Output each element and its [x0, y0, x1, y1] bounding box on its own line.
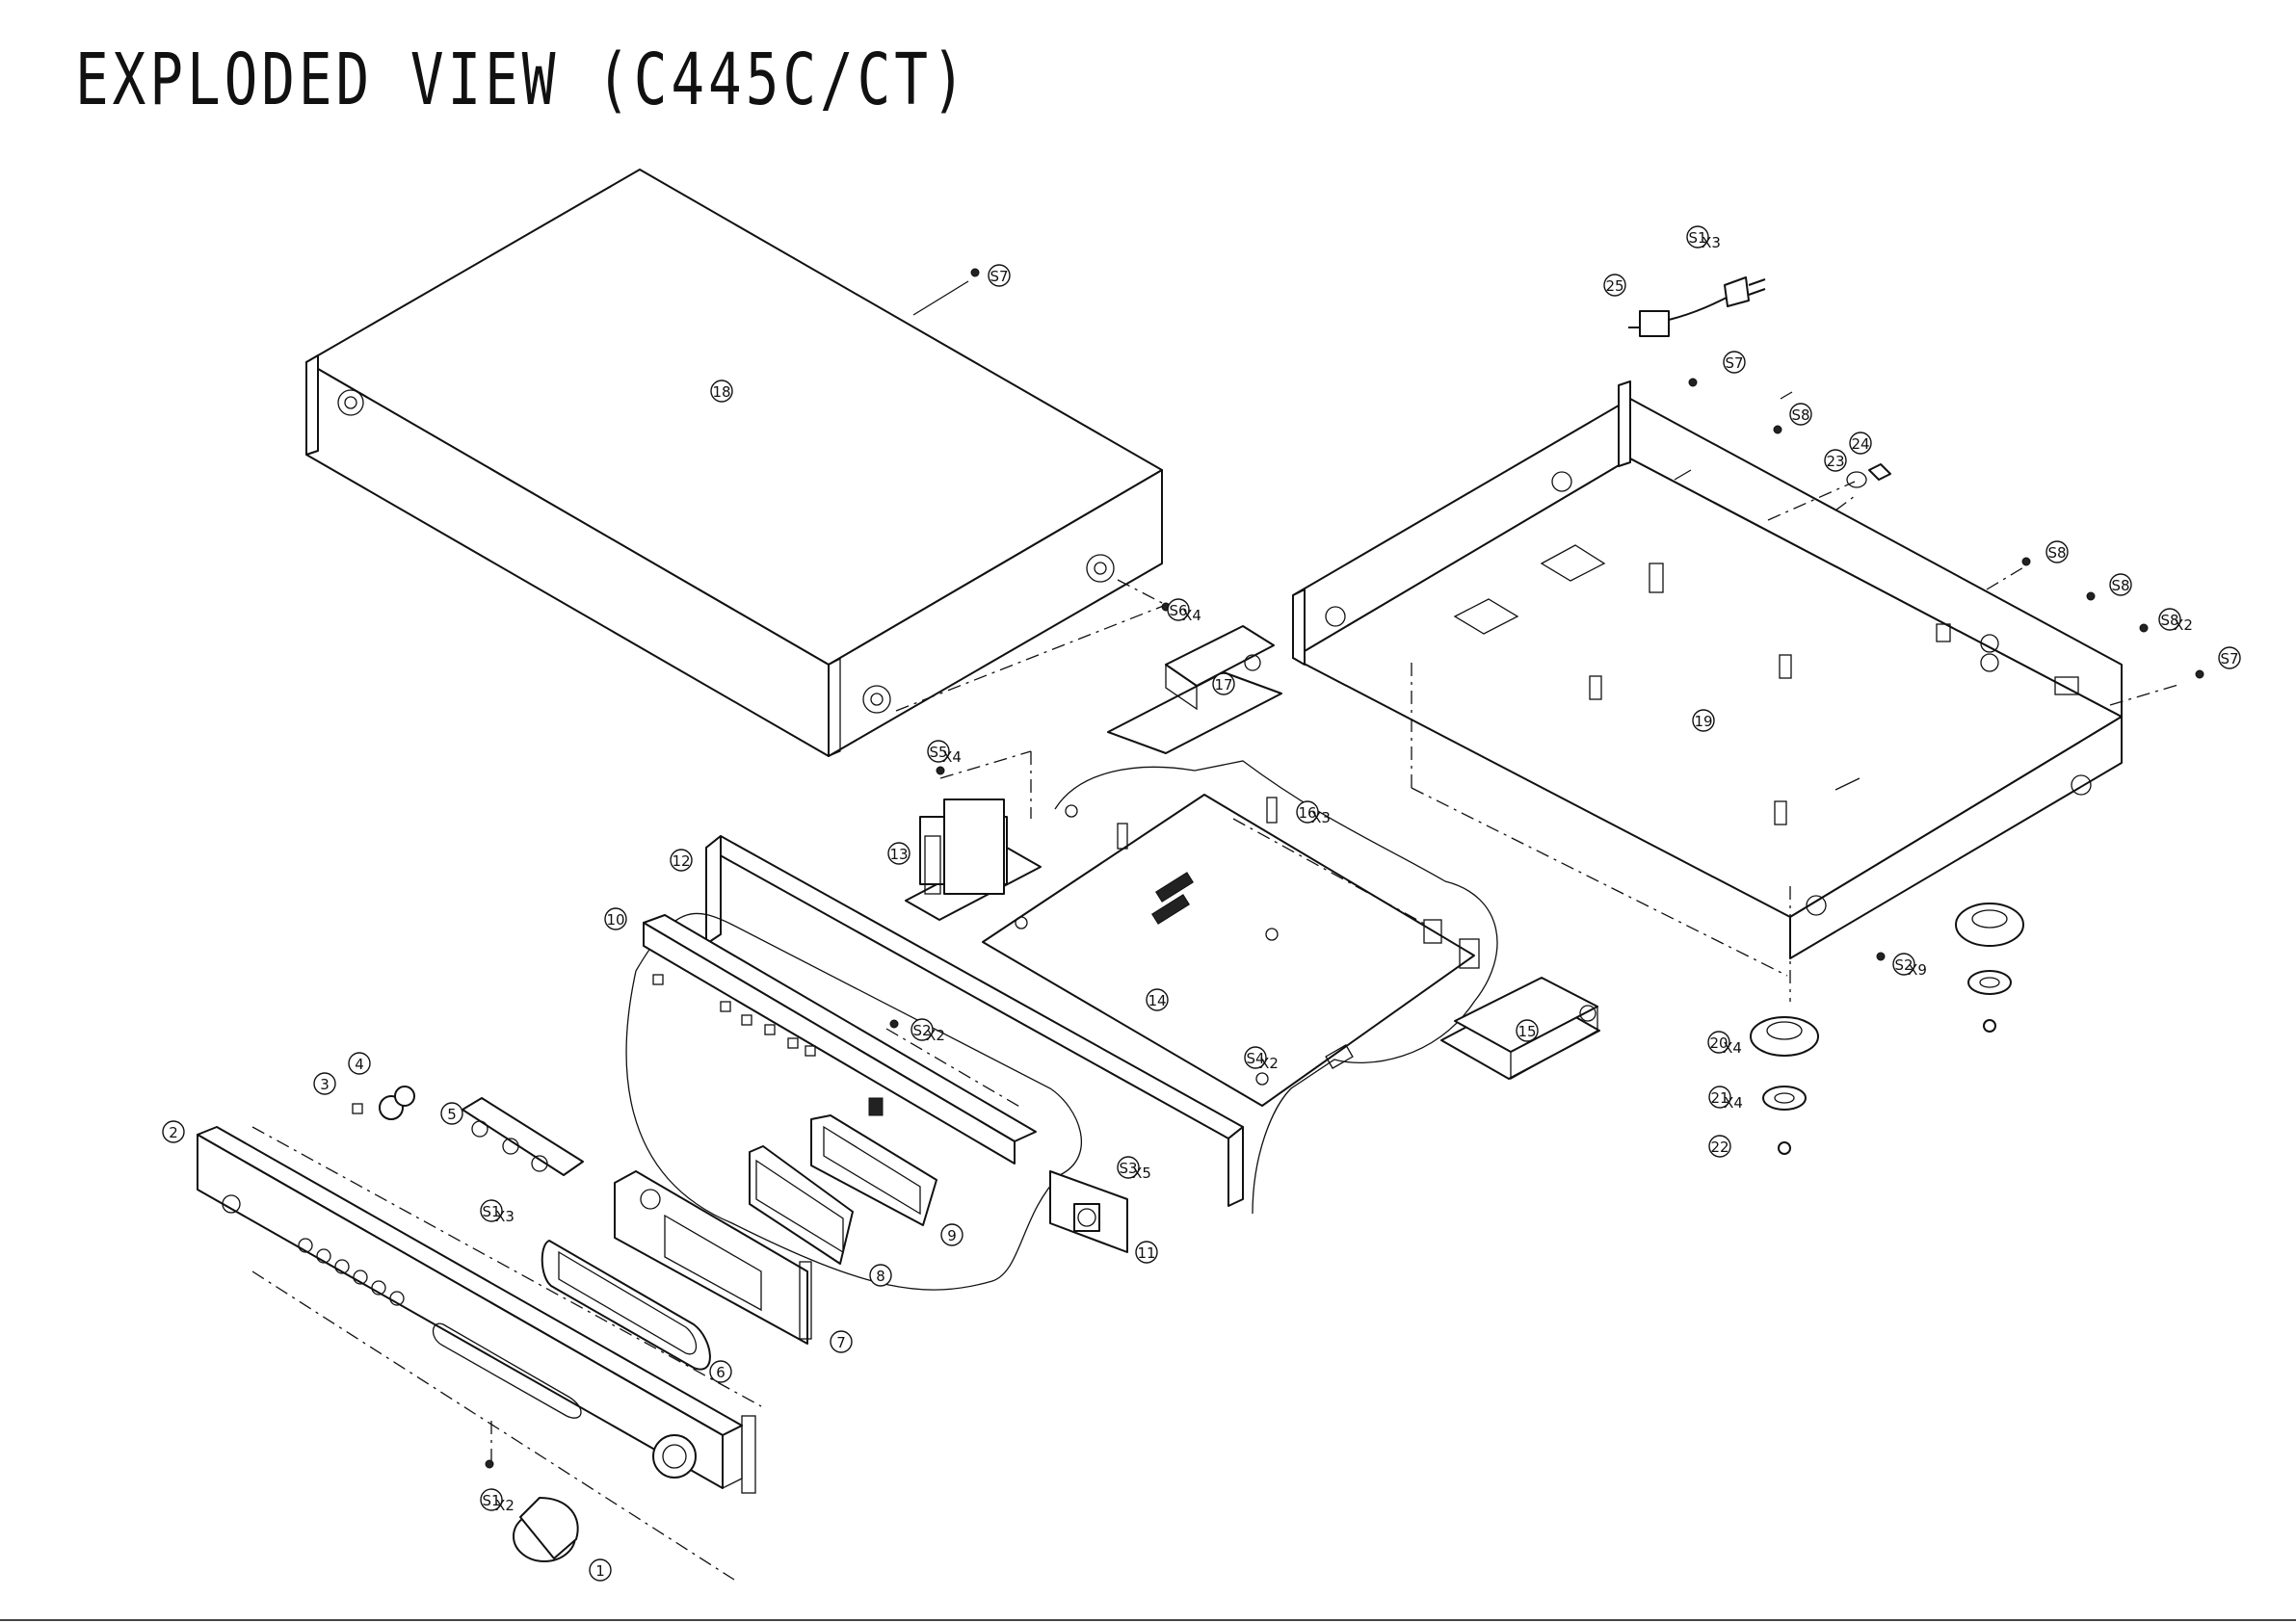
callout-label: 17	[1214, 676, 1232, 694]
callout-17: 17	[1213, 673, 1234, 694]
callout-quantity: X9	[1908, 961, 1927, 979]
callout-6: 6	[710, 1361, 731, 1382]
volume-knob	[514, 1498, 578, 1561]
callout-s7: S7	[1724, 352, 1745, 373]
callout-label: 11	[1137, 1244, 1155, 1262]
callout-s2: S2X9	[1893, 954, 1927, 979]
callout-label: 8	[876, 1268, 885, 1285]
callout-19: 19	[1693, 710, 1714, 731]
callout-label: S8	[2111, 577, 2129, 594]
callout-23: 23	[1825, 450, 1846, 471]
callout-s8: S8	[2046, 541, 2068, 563]
callout-quantity: X4	[1723, 1039, 1742, 1057]
transformer	[906, 751, 1041, 920]
callout-s3: S3X5	[1118, 1157, 1151, 1182]
callout-label: 25	[1605, 277, 1623, 295]
button-holder	[462, 1098, 583, 1175]
callout-s8: S8	[2110, 574, 2131, 595]
callout-label: 14	[1148, 992, 1166, 1009]
callout-label: 4	[355, 1056, 364, 1073]
callout-label: 2	[169, 1124, 178, 1141]
callout-quantity: X2	[1259, 1055, 1279, 1072]
callout-14: 14	[1147, 989, 1168, 1010]
callout-label: S7	[2220, 650, 2238, 668]
bottom-rule	[0, 1619, 2296, 1621]
callout-13: 13	[888, 843, 910, 864]
callout-label: 23	[1826, 453, 1844, 470]
callout-s1: S1X3	[481, 1200, 515, 1225]
small-parts	[353, 1086, 414, 1119]
callout-10: 10	[605, 908, 626, 929]
callout-8: 8	[870, 1265, 891, 1286]
callout-quantity: X3	[495, 1208, 515, 1225]
callout-quantity: X2	[495, 1497, 515, 1514]
callout-5: 5	[441, 1103, 462, 1124]
callout-3: 3	[314, 1073, 335, 1094]
callout-quantity: X2	[926, 1027, 945, 1044]
callout-label: 19	[1694, 713, 1712, 730]
callout-s8: S8	[1790, 404, 1811, 425]
callout-label: 3	[320, 1076, 330, 1093]
callout-label: 13	[889, 846, 908, 863]
callout-label: S7	[1725, 354, 1743, 372]
socket-board	[1108, 626, 1281, 753]
callout-label: S8	[1791, 406, 1809, 424]
callout-25: 25	[1604, 275, 1625, 296]
callout-1: 1	[590, 1559, 611, 1581]
callout-label: 18	[712, 383, 730, 401]
callout-label: 6	[716, 1364, 726, 1381]
callout-2: 2	[163, 1121, 184, 1142]
callout-quantity: X4	[1182, 607, 1201, 624]
callout-quantity: X4	[942, 748, 962, 766]
callout-quantity: X3	[1702, 234, 1721, 251]
headphone-board	[1050, 1167, 1142, 1252]
callout-18: 18	[711, 380, 732, 402]
callout-label: S8	[2047, 544, 2066, 562]
callout-7: 7	[831, 1331, 852, 1352]
callout-quantity: X3	[1311, 809, 1331, 826]
top-cover	[306, 170, 1166, 756]
callout-label: 10	[606, 911, 624, 929]
callout-11: 11	[1136, 1242, 1157, 1263]
callout-label: S7	[990, 268, 1008, 285]
callout-quantity: X2	[2174, 616, 2193, 634]
callout-label: 22	[1710, 1139, 1729, 1156]
callout-s5: S5X4	[928, 741, 962, 766]
callout-4: 4	[349, 1053, 370, 1074]
callout-s7: S7	[2219, 647, 2240, 668]
callout-s7: S7	[989, 265, 1010, 286]
callout-label: 12	[672, 852, 690, 870]
callout-quantity: X5	[1132, 1165, 1151, 1182]
callout-label: 7	[836, 1334, 846, 1351]
callout-quantity: X4	[1724, 1094, 1743, 1112]
callout-label: 5	[447, 1106, 457, 1123]
callout-label: 9	[947, 1227, 957, 1244]
callout-15: 15	[1517, 1020, 1538, 1041]
callout-label: 1	[595, 1562, 605, 1580]
bottom-chassis	[1293, 381, 2181, 1002]
callout-9: 9	[941, 1224, 963, 1245]
callout-label: 15	[1517, 1023, 1536, 1040]
callout-24: 24	[1850, 432, 1871, 454]
callout-22: 22	[1709, 1136, 1730, 1157]
callout-label: 24	[1851, 435, 1869, 453]
callout-12: 12	[671, 850, 692, 871]
